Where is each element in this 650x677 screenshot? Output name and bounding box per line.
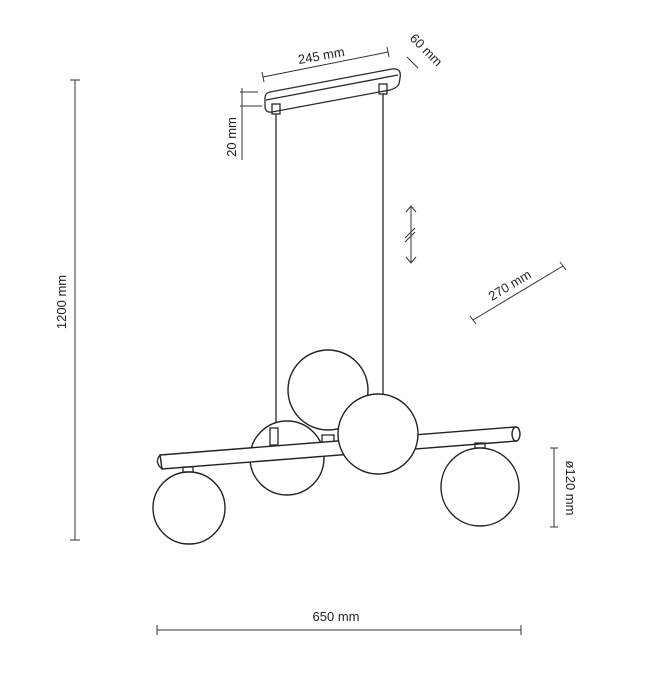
- ceiling-canopy: [264, 68, 401, 115]
- canopy-length-dimension: 245 mm: [261, 44, 390, 83]
- canopy-length-label: 245 mm: [297, 44, 346, 67]
- depth-dimension: 270 mm: [469, 261, 567, 325]
- canopy-width-dimension: 60 mm: [406, 30, 446, 69]
- width-label: 650 mm: [313, 609, 360, 624]
- wire-connector: [269, 427, 279, 446]
- globe-diameter-label: ø120 mm: [563, 461, 578, 516]
- globe-right: [440, 447, 520, 527]
- height-label: 1200 mm: [54, 275, 69, 329]
- height-dimension: 1200 mm: [54, 79, 80, 541]
- canopy-width-label: 60 mm: [407, 30, 446, 69]
- globe-diameter-dimension: ø120 mm: [550, 447, 578, 528]
- width-dimension: 650 mm: [156, 609, 522, 635]
- canopy-height-label: 20 mm: [224, 117, 239, 157]
- globe-front-center: [337, 393, 419, 475]
- adjustable-height-arrows-icon: [404, 205, 417, 264]
- canopy-height-dimension: 20 mm: [224, 88, 262, 160]
- globe-left: [152, 471, 226, 545]
